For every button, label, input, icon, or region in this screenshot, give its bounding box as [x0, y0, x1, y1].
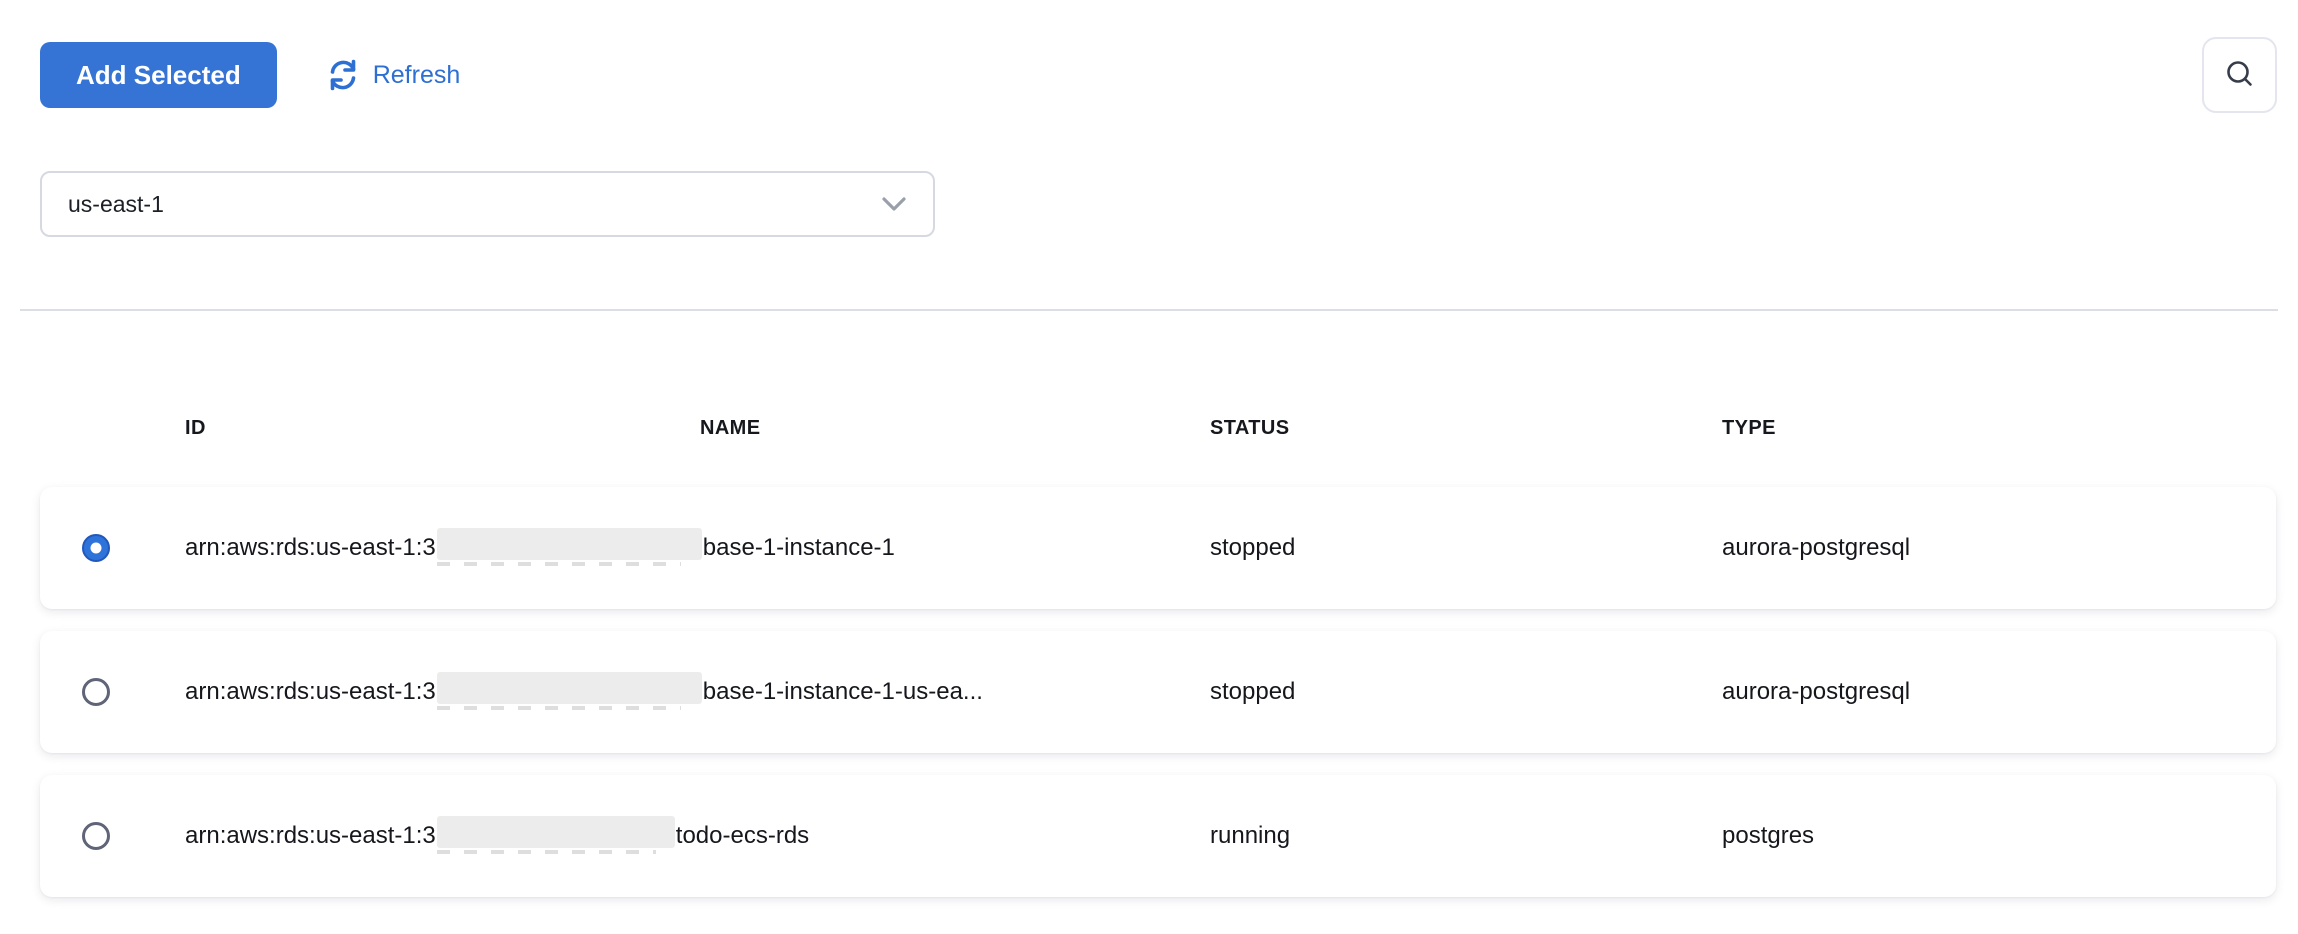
table-row[interactable]: arn:aws:rds:us-east-1:3 base-1-instance-…	[40, 487, 2276, 609]
redaction-blob	[436, 672, 702, 712]
row-id-cell: arn:aws:rds:us-east-1:3 base-1-instance-…	[185, 672, 1210, 712]
column-header-type: TYPE	[1722, 416, 1776, 439]
table-row[interactable]: arn:aws:rds:us-east-1:3 base-1-instance-…	[40, 631, 2276, 753]
search-button[interactable]	[2202, 37, 2277, 113]
row-id-suffix: base-1-instance-1-us-ea...	[702, 678, 983, 705]
region-select[interactable]: us-east-1	[40, 171, 935, 237]
chevron-down-icon	[881, 196, 907, 212]
row-id-suffix: base-1-instance-1	[702, 534, 895, 561]
row-id-prefix: arn:aws:rds:us-east-1:3	[185, 534, 436, 561]
row-type: aurora-postgresql	[1722, 678, 1911, 705]
table-row[interactable]: arn:aws:rds:us-east-1:3 todo-ecs-rds run…	[40, 775, 2276, 897]
row-radio[interactable]	[82, 678, 110, 706]
add-selected-button[interactable]: Add Selected	[40, 42, 277, 108]
refresh-button[interactable]: Refresh	[325, 57, 461, 93]
row-status: stopped	[1210, 678, 1296, 705]
row-type: aurora-postgresql	[1722, 534, 1911, 561]
toolbar: Add Selected Refresh	[40, 42, 460, 108]
row-status: running	[1210, 822, 1291, 849]
column-header-status: STATUS	[1210, 416, 1290, 439]
arrows-rotate-icon	[325, 57, 361, 93]
table-header: ID NAME STATUS TYPE	[40, 406, 2276, 450]
row-radio[interactable]	[82, 534, 110, 562]
row-id-prefix: arn:aws:rds:us-east-1:3	[185, 822, 436, 849]
row-id-cell: arn:aws:rds:us-east-1:3 base-1-instance-…	[185, 528, 1210, 568]
region-select-value: us-east-1	[68, 190, 164, 217]
row-id-prefix: arn:aws:rds:us-east-1:3	[185, 678, 436, 705]
row-type: postgres	[1722, 822, 1815, 849]
row-id-cell: arn:aws:rds:us-east-1:3 todo-ecs-rds	[185, 816, 1210, 856]
refresh-label: Refresh	[372, 60, 461, 89]
row-radio[interactable]	[82, 822, 110, 850]
search-icon	[2222, 57, 2258, 93]
redaction-blob	[436, 816, 675, 856]
row-status: stopped	[1210, 534, 1296, 561]
column-header-id: ID	[185, 416, 206, 439]
section-divider	[20, 309, 2278, 311]
column-header-name: NAME	[700, 416, 761, 439]
row-id-suffix: todo-ecs-rds	[675, 822, 810, 849]
redaction-blob	[436, 528, 702, 568]
